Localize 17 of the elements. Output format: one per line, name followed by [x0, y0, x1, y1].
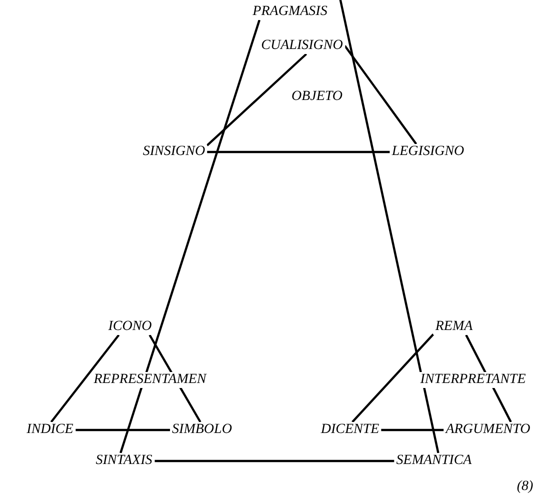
triangle-label: (8)	[516, 479, 534, 495]
connector-line	[206, 53, 308, 146]
connector-line	[50, 334, 120, 423]
term-label: ICONO	[106, 319, 154, 335]
connector-line	[120, 20, 260, 454]
triangle-label: REPRESENTAMEN	[92, 372, 208, 388]
connector-line	[381, 428, 444, 432]
term-label: CUALISIGNO	[259, 38, 345, 54]
triangle-label: INTERPRETANTE	[418, 372, 528, 388]
connector-line	[154, 460, 394, 462]
connector-line	[207, 150, 390, 154]
triangle-label: OBJETO	[290, 89, 344, 105]
connector-line	[352, 333, 434, 423]
term-label: PRAGMASIS	[250, 4, 330, 20]
connector-line	[344, 45, 418, 145]
connector-line	[75, 428, 170, 432]
term-label: REMA	[433, 319, 475, 335]
